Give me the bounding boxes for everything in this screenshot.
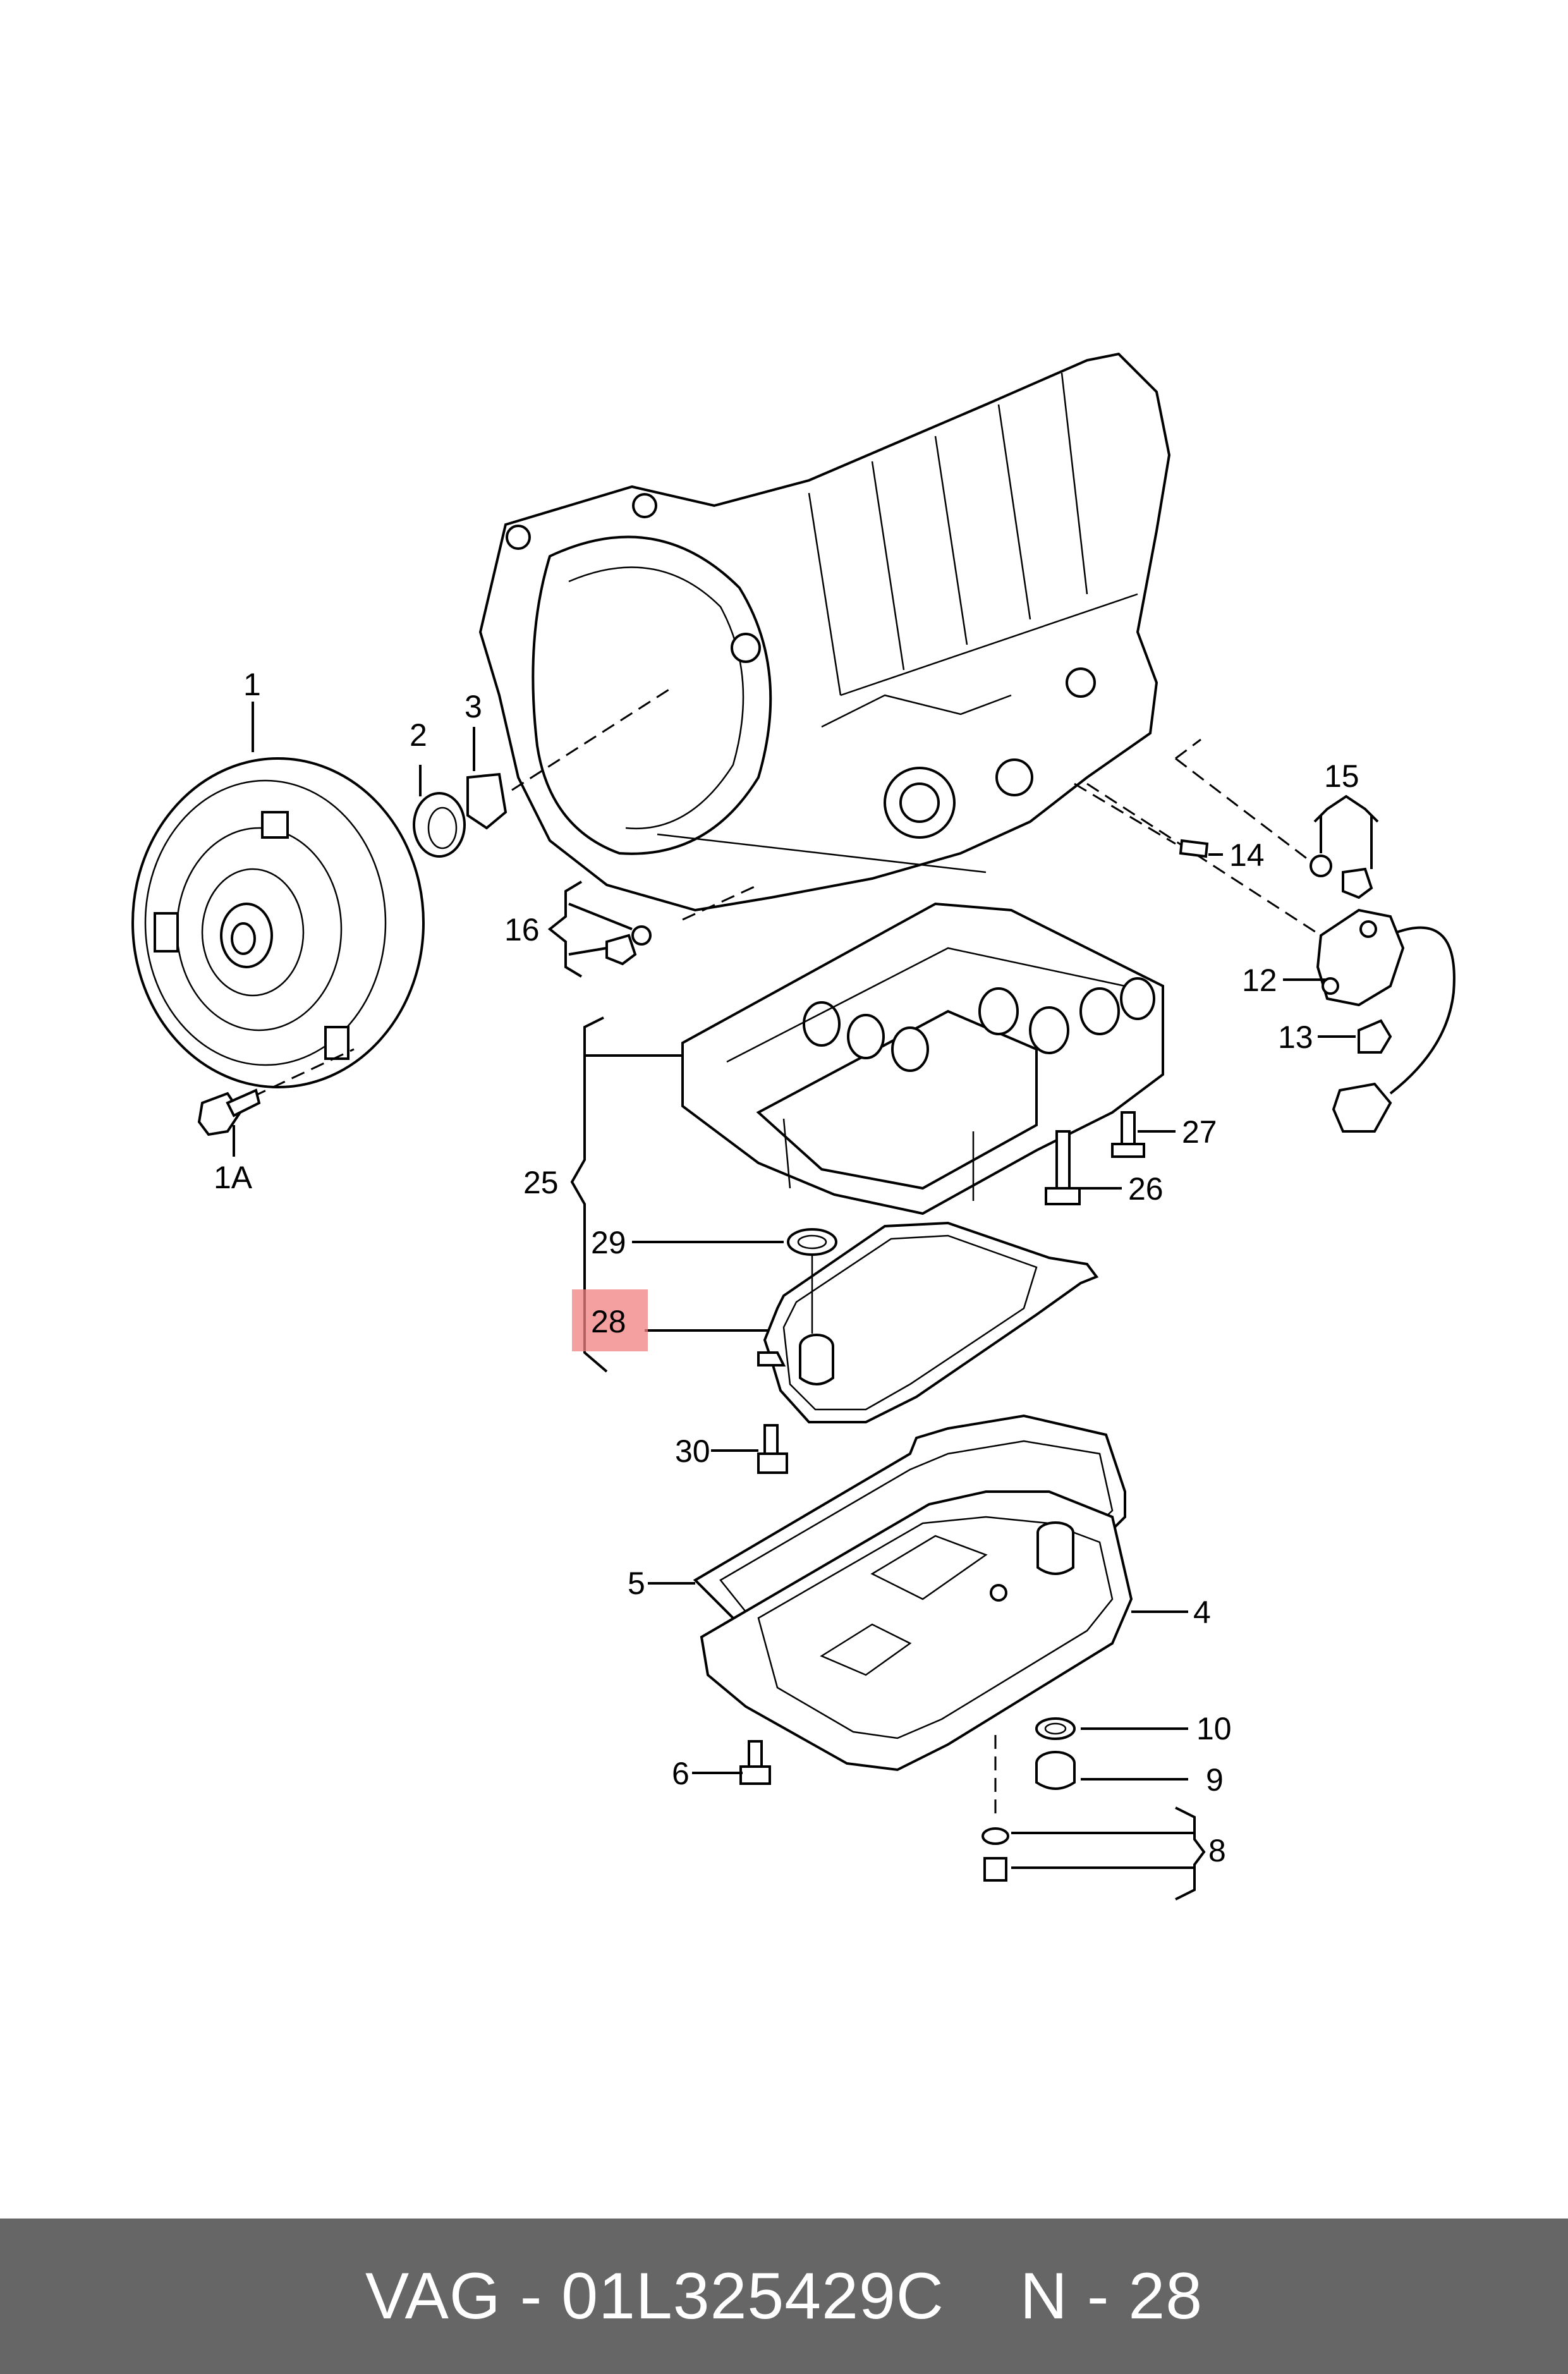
callout-29: 29 <box>591 1225 626 1260</box>
part-30-bolt <box>757 1424 788 1474</box>
part-number-footer: VAG - 01L325429C N - 28 <box>0 2219 1568 2374</box>
callout-28: 28 <box>591 1304 626 1339</box>
part-8-plug-seal <box>982 1735 1009 1882</box>
diagram-position: N - 28 <box>1019 2259 1203 2333</box>
callout-27: 27 <box>1182 1114 1217 1150</box>
part-27-bolt <box>1111 1111 1145 1158</box>
callout-2: 2 <box>410 717 427 753</box>
part-25-valve-body <box>681 902 1164 1215</box>
callout-1: 1 <box>243 667 261 702</box>
part-number: VAG - 01L325429C <box>365 2259 944 2333</box>
part-29-seal <box>787 1228 837 1256</box>
leader-lines <box>233 702 1379 1901</box>
exploded-parts-diagram: 1 1A 2 3 4 5 6 8 9 10 12 13 14 15 16 25 … <box>131 352 1456 1901</box>
part-4-oil-pan <box>700 1490 1133 1772</box>
torque-converter <box>131 757 425 1098</box>
callout-9: 9 <box>1206 1762 1224 1798</box>
callout-15: 15 <box>1324 758 1359 794</box>
part-3-o-ring <box>466 688 671 830</box>
part-16-screw-washer <box>605 884 759 966</box>
part-26-bolt <box>1045 1130 1081 1205</box>
callout-30: 30 <box>675 1434 710 1469</box>
part-1a-bolt <box>197 1088 261 1136</box>
part-10-seal <box>1035 1717 1076 1740</box>
callout-labels: 1 1A 2 3 4 5 6 8 9 10 12 13 14 15 16 25 … <box>214 667 1359 1868</box>
callout-5: 5 <box>628 1566 645 1601</box>
part-12-sensor <box>1086 782 1456 1133</box>
callout-3: 3 <box>465 689 482 724</box>
callout-4: 4 <box>1193 1595 1211 1630</box>
callout-13: 13 <box>1278 1020 1313 1055</box>
part-9-drain-plug <box>1035 1751 1076 1790</box>
callout-14: 14 <box>1229 837 1265 873</box>
callout-10: 10 <box>1196 1711 1232 1746</box>
part-15-screw-washer <box>1175 738 1373 899</box>
callout-12: 12 <box>1242 963 1277 998</box>
callout-16: 16 <box>504 912 540 947</box>
callout-6: 6 <box>672 1756 690 1791</box>
part-28-filter <box>757 1221 1099 1423</box>
part-13-bolt <box>1358 1019 1392 1054</box>
transmission-housing <box>478 352 1171 912</box>
callout-25: 25 <box>523 1165 559 1200</box>
callout-8: 8 <box>1208 1833 1226 1868</box>
part-6-bolt <box>739 1740 771 1785</box>
part-2-seal-ring <box>413 792 466 858</box>
part-28-highlight <box>572 1289 648 1351</box>
part-14-pin <box>1074 782 1209 858</box>
callout-1a: 1A <box>214 1160 253 1195</box>
callout-26: 26 <box>1128 1171 1164 1207</box>
